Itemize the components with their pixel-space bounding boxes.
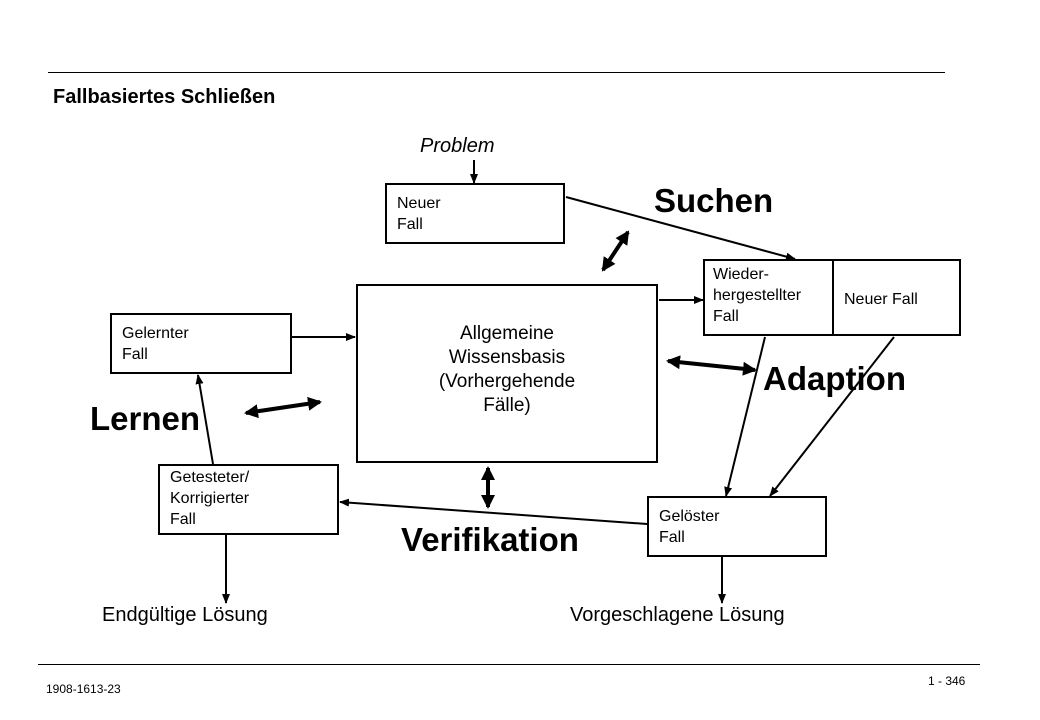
phase-lernen-label: Lernen (90, 400, 201, 437)
retrieved-case-box: Wieder- hergestellter Fall Neuer Fall (703, 259, 961, 336)
retrieved-case-label: Wieder- hergestellter Fall (713, 266, 802, 325)
arrow-tested-to-learned (195, 374, 214, 465)
knowledge-base-box: Allgemeine Wissensbasis (Vorhergehende F… (356, 284, 658, 463)
knowledge-base-label: Allgemeine Wissensbasis (Vorhergehende F… (438, 323, 576, 416)
learned-case-box: Gelernter Fall (110, 313, 292, 374)
double-arrow-adaption (666, 355, 757, 376)
footer-page-number: 1 - 346 (928, 674, 966, 688)
phase-suchen-label: Suchen (654, 182, 774, 219)
phase-adaption-label: Adaption (763, 360, 906, 397)
new-case-box: Neuer Fall (385, 183, 565, 244)
new-case-cell-label: Neuer Fall (844, 291, 918, 308)
solved-case-box: Gelöster Fall (647, 496, 827, 557)
retrieved-case-divider (832, 261, 834, 334)
proposed-solution-label: Vorgeschlagene Lösung (570, 604, 785, 626)
phase-verifikation-label: Verifikation (401, 521, 579, 558)
top-rule (48, 72, 945, 73)
final-solution-label: Endgültige Lösung (102, 604, 268, 626)
double-arrow-search (601, 230, 630, 272)
new-case-label: Neuer Fall (397, 195, 441, 233)
arrow-new-case-to-retrieved (565, 196, 796, 261)
solved-case-label: Gelöster Fall (659, 508, 720, 546)
footer-doc-id: 1908-1613-23 (46, 682, 121, 696)
page-title: Fallbasiertes Schließen (53, 86, 276, 108)
problem-label: Problem (420, 135, 495, 157)
arrow-solved-to-tested (339, 498, 648, 525)
arrow-newcell-to-solved (769, 336, 895, 497)
bottom-rule (38, 664, 980, 665)
arrow-retrieved-to-solved (724, 336, 766, 497)
tested-case-box: Getesteter/ Korrigierter Fall (158, 464, 339, 535)
tested-case-label: Getesteter/ Korrigierter Fall (170, 469, 250, 528)
double-arrow-learning (244, 396, 322, 419)
learned-case-label: Gelernter Fall (122, 325, 189, 363)
